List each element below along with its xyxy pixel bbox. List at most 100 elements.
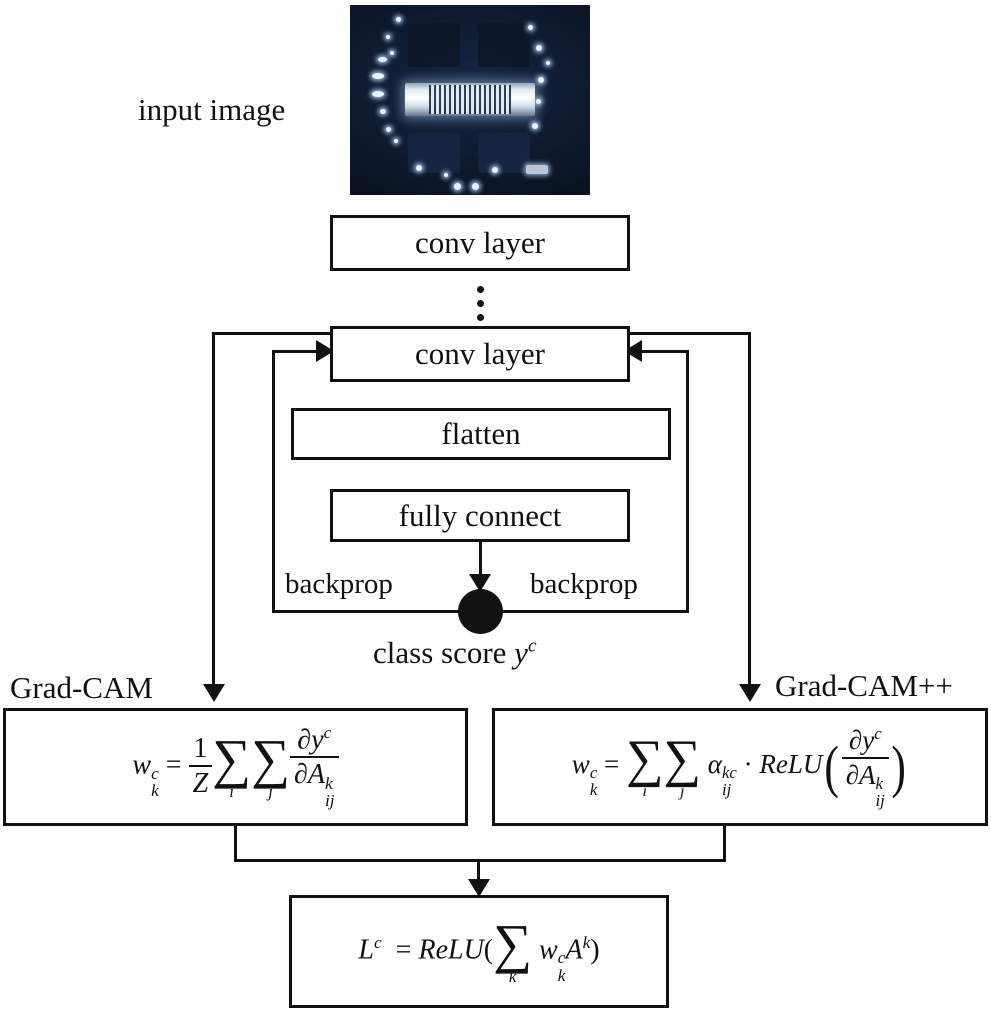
grad-cam-lhs-base: w (132, 749, 152, 781)
class-score-node (458, 589, 503, 634)
photo-highlight-dot (538, 77, 544, 83)
grad-cam-pp-dot-operator: · (743, 749, 753, 780)
localization-lhs-sup: c (373, 932, 382, 952)
photo-highlight-dot (546, 61, 550, 65)
photo-highlight-dot (396, 17, 401, 22)
localization-sum-k: ∑k (493, 912, 533, 986)
class-score-text: class score (373, 635, 507, 670)
photo-highlight-dot (526, 165, 548, 174)
outer-path-left-arrowhead (203, 684, 225, 702)
localization-relu: ReLU (418, 933, 484, 965)
localization-paren-open: ( (483, 933, 494, 965)
grad-cam-pp-lhs-base: w (571, 749, 590, 780)
localization-paren-close: ) (590, 933, 600, 965)
vertical-ellipsis-icon (477, 286, 484, 293)
conv-layer-top-label: conv layer (415, 225, 545, 260)
photo-highlight-dot (372, 73, 384, 79)
localization-lhs-base: L (358, 933, 374, 965)
flatten-box[interactable]: flatten (291, 408, 671, 460)
photo-panel-block (478, 133, 530, 173)
photo-highlight-dot (380, 109, 386, 114)
backprop-loop-left-edge (272, 350, 275, 613)
backprop-right-label: backprop (530, 568, 638, 600)
merge-path-right-down (723, 826, 726, 862)
photo-screw-threads (429, 85, 511, 114)
fully-connect-label: fully connect (398, 497, 562, 533)
conv-layer-bottom-label: conv layer (415, 336, 545, 371)
merge-path-arrowhead (468, 879, 490, 897)
photo-highlight-dot (416, 165, 422, 171)
vertical-ellipsis-icon (477, 314, 484, 321)
outer-path-left-down (212, 332, 215, 684)
flatten-label: flatten (441, 416, 521, 451)
grad-cam-pp-paren-open: ( (824, 733, 840, 799)
outer-path-left-top (212, 332, 332, 335)
class-score-symbol: y (514, 635, 528, 670)
localization-equals: = (395, 933, 412, 965)
grad-cam-pp-alpha-base: α (707, 749, 722, 780)
grad-cam-pp-sum-i: ∑i (625, 730, 664, 800)
grad-cam-equals: = (165, 749, 182, 781)
conv-layer-bottom-box[interactable]: conv layer (330, 326, 630, 382)
grad-cam-sum-j: ∑j (251, 728, 290, 802)
photo-highlight-dot (454, 183, 461, 190)
photo-highlight-dot (390, 51, 394, 55)
backprop-loop-right-top-edge (642, 350, 688, 353)
grad-cam-pp-branch-label: Grad-CAM++ (775, 668, 953, 703)
photo-screw-object (405, 83, 535, 116)
photo-highlight-dot (378, 57, 387, 62)
outer-path-right-down (748, 332, 751, 684)
grad-cam-pp-relu: ReLU (759, 749, 823, 780)
photo-panel-block (478, 23, 530, 67)
merge-path-left-down (234, 826, 237, 862)
outer-path-right-top (628, 332, 751, 335)
grad-cam-sum-i: ∑i (212, 728, 252, 802)
class-score-label: class score yc (373, 635, 536, 671)
class-score-superscript: c (527, 635, 537, 657)
photo-highlight-dot (492, 167, 498, 173)
backprop-loop-right-edge (686, 350, 689, 613)
backprop-left-arrowhead (316, 340, 334, 362)
input-image-photo (350, 5, 590, 195)
backprop-left-label: backprop (285, 568, 393, 600)
photo-highlight-dot (372, 91, 384, 97)
backprop-loop-left-top-edge (272, 350, 318, 353)
photo-highlight-dot (536, 45, 542, 51)
grad-cam-pp-paren-close: ) (891, 733, 906, 799)
localization-a-base: A (565, 933, 583, 965)
photo-highlight-dot (444, 173, 448, 177)
photo-highlight-dot (536, 99, 541, 104)
fc-to-node-line (479, 542, 482, 586)
photo-highlight-dot (472, 183, 479, 190)
localization-w-base: w (539, 933, 558, 965)
photo-highlight-dot (386, 127, 391, 132)
merge-path-horizontal (234, 859, 726, 862)
photo-highlight-dot (528, 25, 533, 30)
outer-path-right-arrowhead (739, 684, 761, 702)
vertical-ellipsis-icon (477, 300, 484, 307)
grad-cam-pp-sum-j: ∑j (663, 730, 702, 800)
merge-path-center-down (477, 859, 480, 887)
photo-highlight-dot (532, 123, 538, 129)
photo-highlight-dot (394, 139, 398, 143)
fc-to-node-arrowhead (469, 574, 491, 592)
photo-panel-block (408, 23, 460, 67)
fully-connect-box[interactable]: fully connect (330, 489, 630, 542)
localization-a-sup: k (582, 932, 591, 952)
conv-layer-top-box[interactable]: conv layer (330, 215, 630, 271)
grad-cam-pp-equals: = (604, 749, 620, 780)
